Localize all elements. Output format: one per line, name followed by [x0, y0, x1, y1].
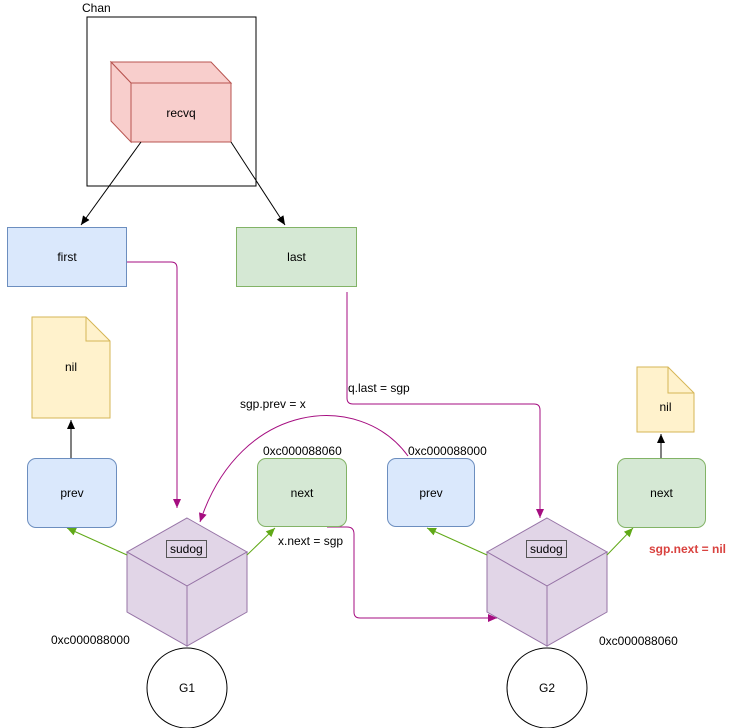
- left-nil-label: nil: [64, 360, 77, 374]
- left-sudog-address: 0xc000088000: [51, 633, 130, 647]
- left-sudog-tag: sudog: [166, 540, 207, 558]
- right-nil-note: [636, 366, 695, 433]
- last-to-right-sudog-edge: [346, 292, 544, 518]
- g2-circle: [506, 647, 588, 728]
- sgp-prev-label: sgp.prev = x: [240, 397, 306, 411]
- recvq-cube: [109, 60, 233, 144]
- sgp-prev-curve-edge: [199, 415, 409, 523]
- x-next-label: x.next = sgp: [278, 534, 344, 548]
- left-sudog-to-next-arrow: [246, 527, 276, 556]
- right-next-box: next: [617, 458, 706, 528]
- left-sudog-cube: [125, 517, 249, 647]
- g1-circle: [146, 647, 228, 728]
- left-next-box: next: [257, 458, 347, 527]
- recvq-label: recvq: [166, 105, 196, 120]
- first-to-left-sudog-edge: [127, 261, 181, 508]
- g2-label: G2: [538, 681, 555, 695]
- right-sudog-tag: sudog: [526, 540, 567, 558]
- last-box: last: [236, 227, 357, 287]
- left-sudog-to-prev-arrow: [66, 527, 128, 556]
- right-sudog-to-next-arrow: [606, 527, 634, 556]
- right-prev-address: 0xc000088000: [408, 444, 487, 458]
- right-nil-label: nil: [659, 400, 672, 414]
- right-sudog-to-prev-arrow: [426, 527, 488, 556]
- first-box: first: [7, 227, 127, 287]
- left-next-address: 0xc000088060: [263, 444, 342, 458]
- chan-container: [86, 16, 257, 187]
- right-prev-box: prev: [387, 458, 475, 527]
- right-sudog-cube: [485, 517, 609, 647]
- left-prev-box: prev: [27, 458, 117, 528]
- g1-label: G1: [178, 681, 195, 695]
- left-nil-note: [31, 316, 111, 419]
- x-next-to-right-sudog-edge: [327, 526, 497, 622]
- recvq-to-last-arrow: [230, 141, 286, 226]
- chan-label: Chan: [82, 1, 111, 15]
- right-sudog-address: 0xc000088060: [599, 634, 678, 648]
- recvq-to-first-arrow: [80, 141, 142, 226]
- sgp-next-nil-label: sgp.next = nil: [649, 542, 727, 556]
- q-last-label: q.last = sgp: [348, 381, 410, 395]
